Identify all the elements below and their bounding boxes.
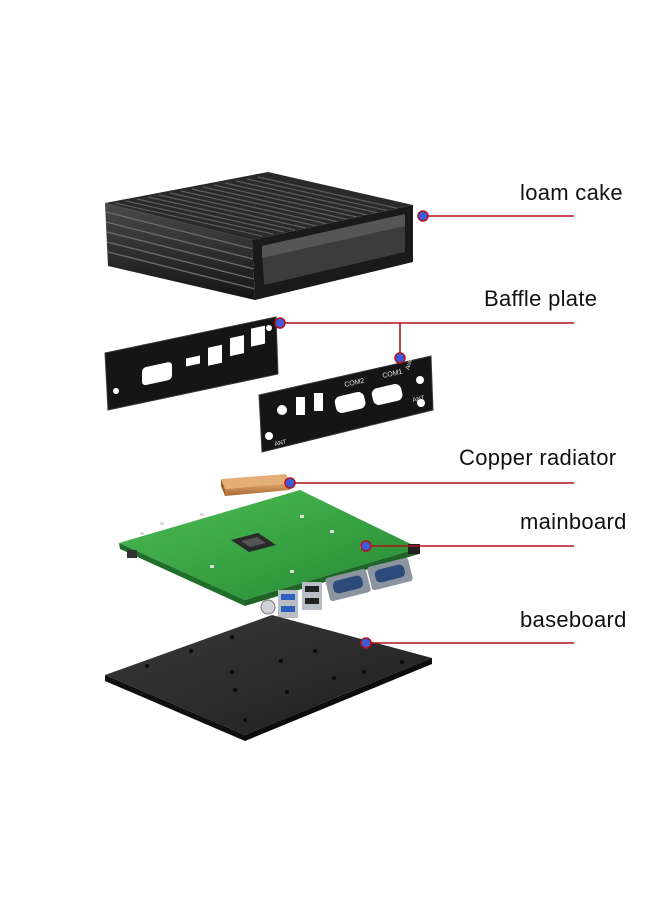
loam-cake-top (105, 172, 413, 240)
com2-cutout (334, 392, 366, 413)
loam-cake-side-fins (105, 211, 256, 290)
label-mainboard: mainboard (520, 509, 627, 534)
usb-cutout-4 (296, 397, 305, 415)
audio-print: Audio (405, 354, 415, 371)
hdmi-cutout (186, 355, 200, 367)
screw-hole (266, 325, 272, 331)
screw-hole (113, 388, 119, 394)
copper-front (221, 479, 225, 496)
com2-print: COM2 (344, 378, 365, 389)
power-button (260, 599, 276, 615)
label-baseboard: baseboard (520, 607, 627, 632)
usb-stack-blue (278, 590, 298, 618)
ant-print-right: ANT (412, 395, 425, 404)
marker-dot-baffle-front (394, 352, 406, 364)
loam-cake-inner-shade (262, 214, 405, 258)
com1-print: COM1 (382, 369, 403, 380)
com1-cutout (371, 384, 403, 405)
audio-jack (408, 544, 420, 554)
label-copper-radiator: Copper radiator (459, 445, 617, 470)
usb-stack-black (302, 582, 322, 610)
pcb-edge (119, 543, 245, 606)
copper-radiator-part (221, 474, 290, 496)
ant-hole-right (417, 399, 425, 407)
marker-dot-main (360, 540, 372, 552)
copper-side (225, 483, 290, 496)
loam-cake-fins (114, 176, 406, 237)
copper-top (221, 474, 290, 489)
baffle-plate-front: COM2 COM1 Audio ANT ANT (258, 354, 434, 453)
label-loam-cake: loam cake (520, 180, 623, 205)
marker-dots (274, 210, 429, 649)
marker-dot-baffle-rear (274, 317, 286, 329)
baseboard-top (105, 615, 432, 735)
baffle-plate-rear (104, 316, 279, 411)
loam-cake-part (105, 172, 413, 300)
usb-cutout-2 (230, 335, 244, 357)
db9-connector-2 (367, 557, 413, 591)
baseboard-edge-right (245, 658, 432, 741)
db9-connector-1 (325, 568, 371, 602)
leader-lines (280, 215, 574, 644)
loam-cake-side (105, 203, 255, 300)
ant-print-left: ANT (274, 439, 287, 448)
marker-dot-base (360, 637, 372, 649)
usb-cutout-1 (208, 344, 222, 366)
baseboard-holes (145, 635, 404, 722)
audio-jack-hole (416, 376, 424, 384)
usb-cutout-5 (314, 393, 323, 411)
label-baffle-plate: Baffle plate (484, 286, 598, 311)
baseboard-part (105, 615, 432, 741)
marker-dot-copper (284, 477, 296, 489)
marker-dot-loam (417, 210, 429, 222)
power-button-hole (277, 405, 287, 415)
db9-cutout (142, 362, 172, 386)
header-pins (127, 550, 137, 558)
mainboard-part (119, 490, 420, 618)
ant-hole-left (265, 432, 273, 440)
cpu-die (241, 537, 266, 547)
baseboard-edge-left (105, 675, 245, 741)
usb-cutout-3 (251, 325, 265, 347)
